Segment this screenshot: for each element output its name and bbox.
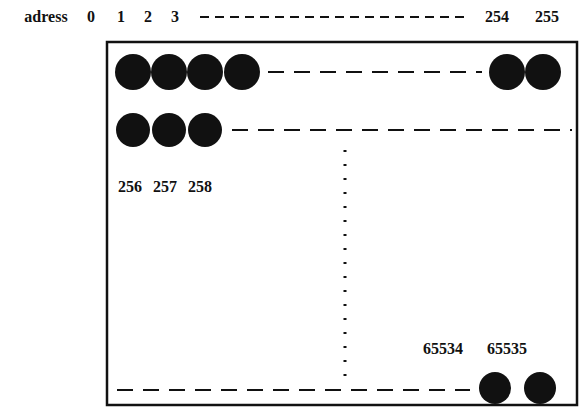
memory-cell [151, 54, 187, 90]
memory-box [107, 42, 577, 405]
address-number: 65534 [423, 340, 463, 358]
address-number: 258 [188, 178, 212, 196]
address-number: 65535 [487, 340, 527, 358]
memory-cell [116, 113, 150, 147]
memory-cell [115, 54, 151, 90]
memory-cell [479, 372, 511, 404]
row-dashes [117, 389, 470, 391]
address-number: 1 [117, 8, 125, 26]
address-number: 257 [153, 178, 177, 196]
row-dashes [268, 71, 482, 73]
memory-cell [187, 54, 223, 90]
memory-cell [524, 372, 556, 404]
address-number: 254 [485, 8, 509, 26]
axis-title: adress [24, 8, 67, 26]
continuation-dots [344, 150, 347, 380]
memory-cell [489, 54, 525, 90]
address-number: 3 [171, 8, 179, 26]
memory-cell [224, 54, 260, 90]
address-dashes [200, 16, 470, 18]
memory-cell [152, 113, 186, 147]
address-number: 256 [118, 178, 142, 196]
address-number: 255 [535, 8, 559, 26]
memory-cell [525, 54, 561, 90]
address-number: 2 [144, 8, 152, 26]
address-number: 0 [87, 8, 95, 26]
row-dashes [232, 129, 572, 131]
memory-cell [188, 113, 222, 147]
